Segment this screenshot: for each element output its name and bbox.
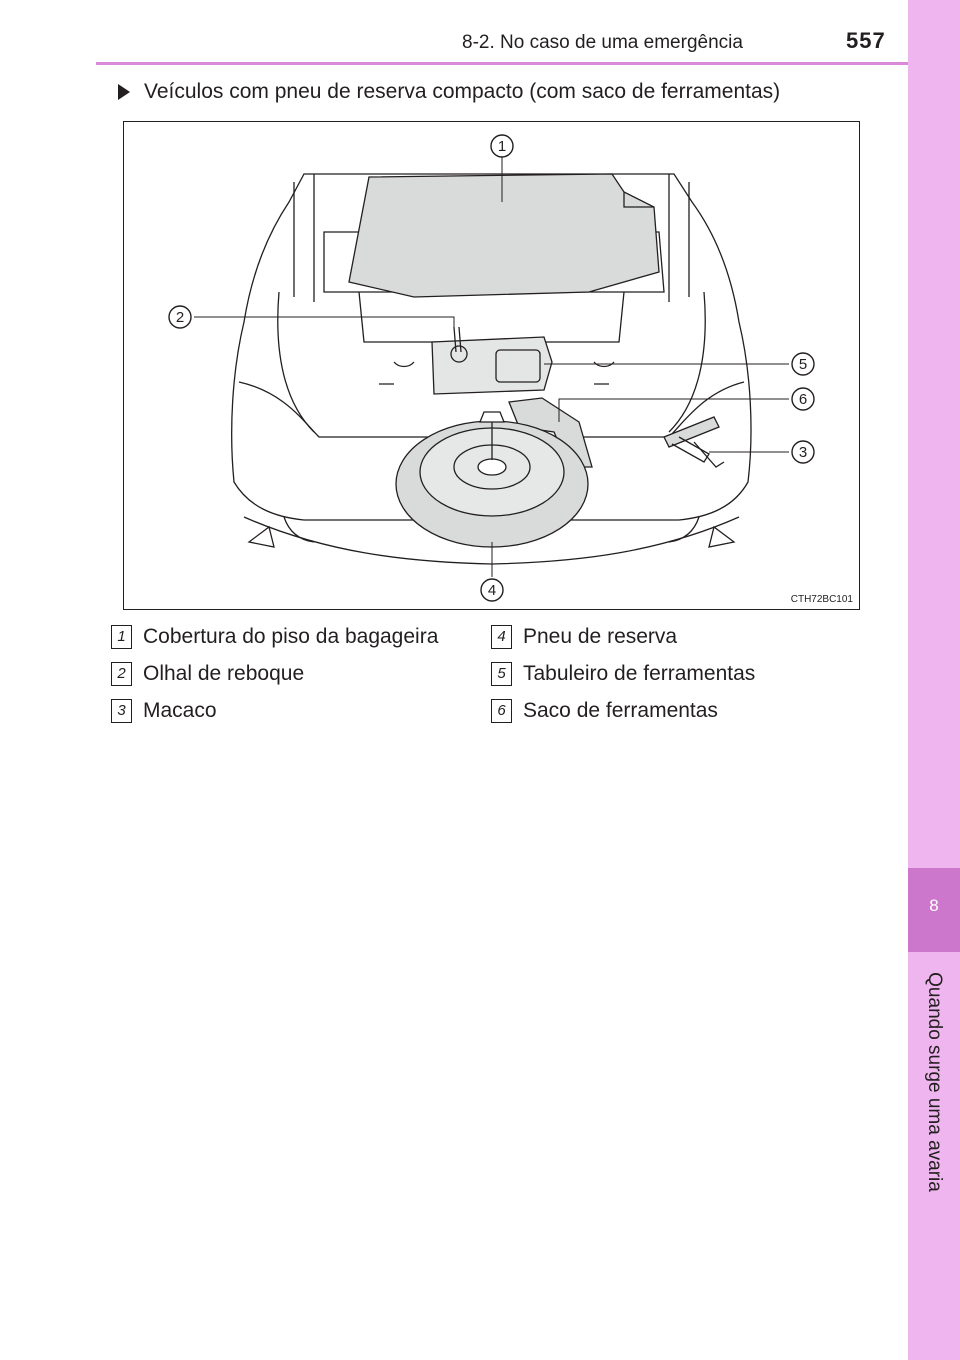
callout-2: 2 <box>176 309 184 326</box>
legend-number: 4 <box>491 624 512 649</box>
callout-1: 1 <box>498 138 506 155</box>
page-number: 557 <box>846 28 886 53</box>
legend-number: 2 <box>111 661 132 686</box>
chapter-number: 8 <box>929 896 939 915</box>
legend-item: 2 Olhal de reboque <box>111 655 438 692</box>
legend-number: 5 <box>491 661 512 686</box>
legend-item: 4 Pneu de reserva <box>491 618 755 655</box>
subheading: Veículos com pneu de reserva compacto (c… <box>118 80 780 104</box>
legend-item: 1 Cobertura do piso da bagageira <box>111 618 438 655</box>
callout-3: 3 <box>799 444 807 461</box>
legend-left-column: 1 Cobertura do piso da bagageira 2 Olhal… <box>111 618 438 729</box>
legend-label: Olhal de reboque <box>143 661 305 685</box>
legend-item: 5 Tabuleiro de ferramentas <box>491 655 755 692</box>
chapter-number-block <box>908 868 960 952</box>
header-divider <box>96 62 908 65</box>
legend-number: 1 <box>111 624 132 649</box>
legend-label: Cobertura do piso da bagageira <box>143 624 439 648</box>
triangle-bullet-icon <box>118 84 130 100</box>
chapter-side-tab <box>908 0 960 1360</box>
legend-label: Pneu de reserva <box>523 624 678 648</box>
subheading-text: Veículos com pneu de reserva compacto (c… <box>144 80 781 103</box>
legend-right-column: 4 Pneu de reserva 5 Tabuleiro de ferrame… <box>491 618 755 729</box>
legend-item: 6 Saco de ferramentas <box>491 692 755 729</box>
callout-6: 6 <box>799 391 807 408</box>
legend-label: Macaco <box>143 698 217 722</box>
legend-label: Tabuleiro de ferramentas <box>523 661 756 685</box>
legend-item: 3 Macaco <box>111 692 438 729</box>
legend-label: Saco de ferramentas <box>523 698 718 722</box>
callout-5: 5 <box>799 356 807 373</box>
chapter-title: Quando surge uma avaria <box>924 972 945 1192</box>
legend-number: 3 <box>111 698 132 723</box>
trunk-illustration: 1 2 3 4 5 6 CTH72BC101 <box>123 121 860 610</box>
legend-number: 6 <box>491 698 512 723</box>
callout-4: 4 <box>488 582 496 599</box>
header-section-title: 8-2. No caso de uma emergência <box>462 32 743 53</box>
trunk-drawing: 1 2 3 4 5 6 <box>168 134 815 602</box>
figure-code: CTH72BC101 <box>790 594 853 605</box>
